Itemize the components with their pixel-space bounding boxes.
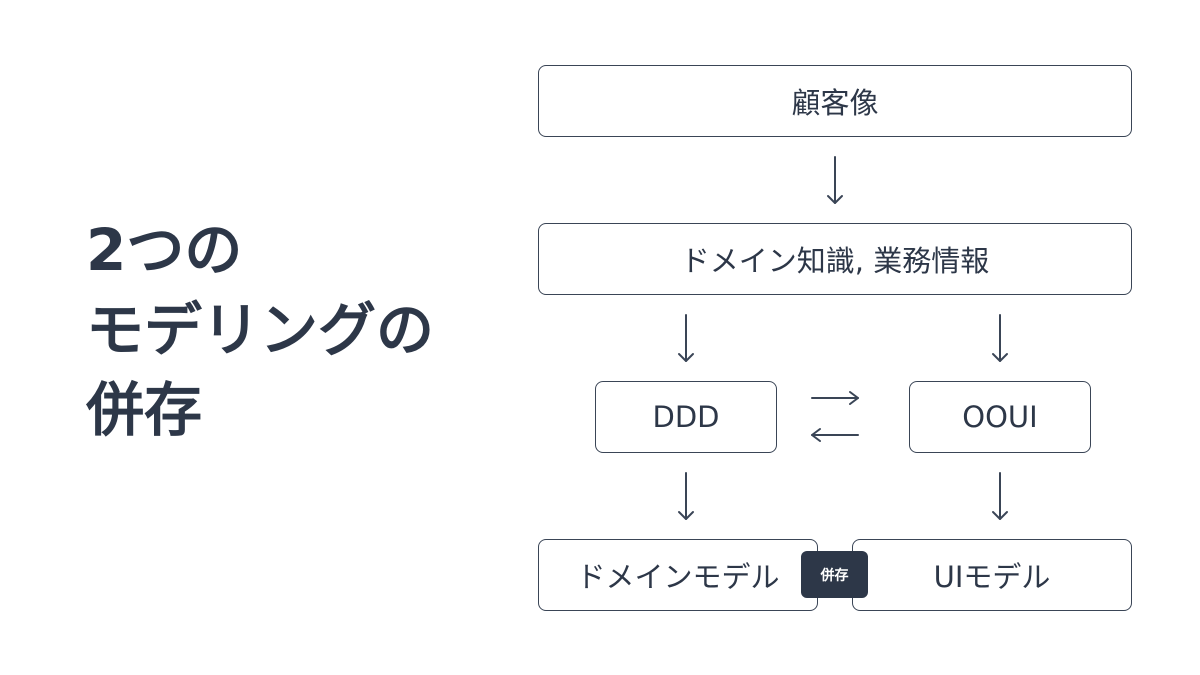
title-line-3: 併存 [86,376,203,444]
page-title: 2つの モデリングの 併存 [86,210,434,450]
arrow-ooui-to-ui-model [992,472,1008,520]
arrow-domain-to-ddd [678,314,694,362]
domain-knowledge-box: ドメイン知識, 業務情報 [538,223,1132,295]
coexist-badge: 併存 [801,551,868,598]
arrow-ddd-to-ooui [811,391,859,405]
customer-persona-box: 顧客像 [538,65,1132,137]
arrow-customer-to-domain [827,156,843,204]
ooui-box: OOUI [909,381,1091,453]
ui-model-box: UIモデル [852,539,1132,611]
title-line-2: モデリングの [86,296,435,364]
ddd-box: DDD [595,381,777,453]
domain-model-box: ドメインモデル [538,539,818,611]
arrow-domain-to-ooui [992,314,1008,362]
arrow-ddd-to-domain-model [678,472,694,520]
arrow-ooui-to-ddd [811,428,859,442]
title-line-1: 2つの [86,216,243,284]
